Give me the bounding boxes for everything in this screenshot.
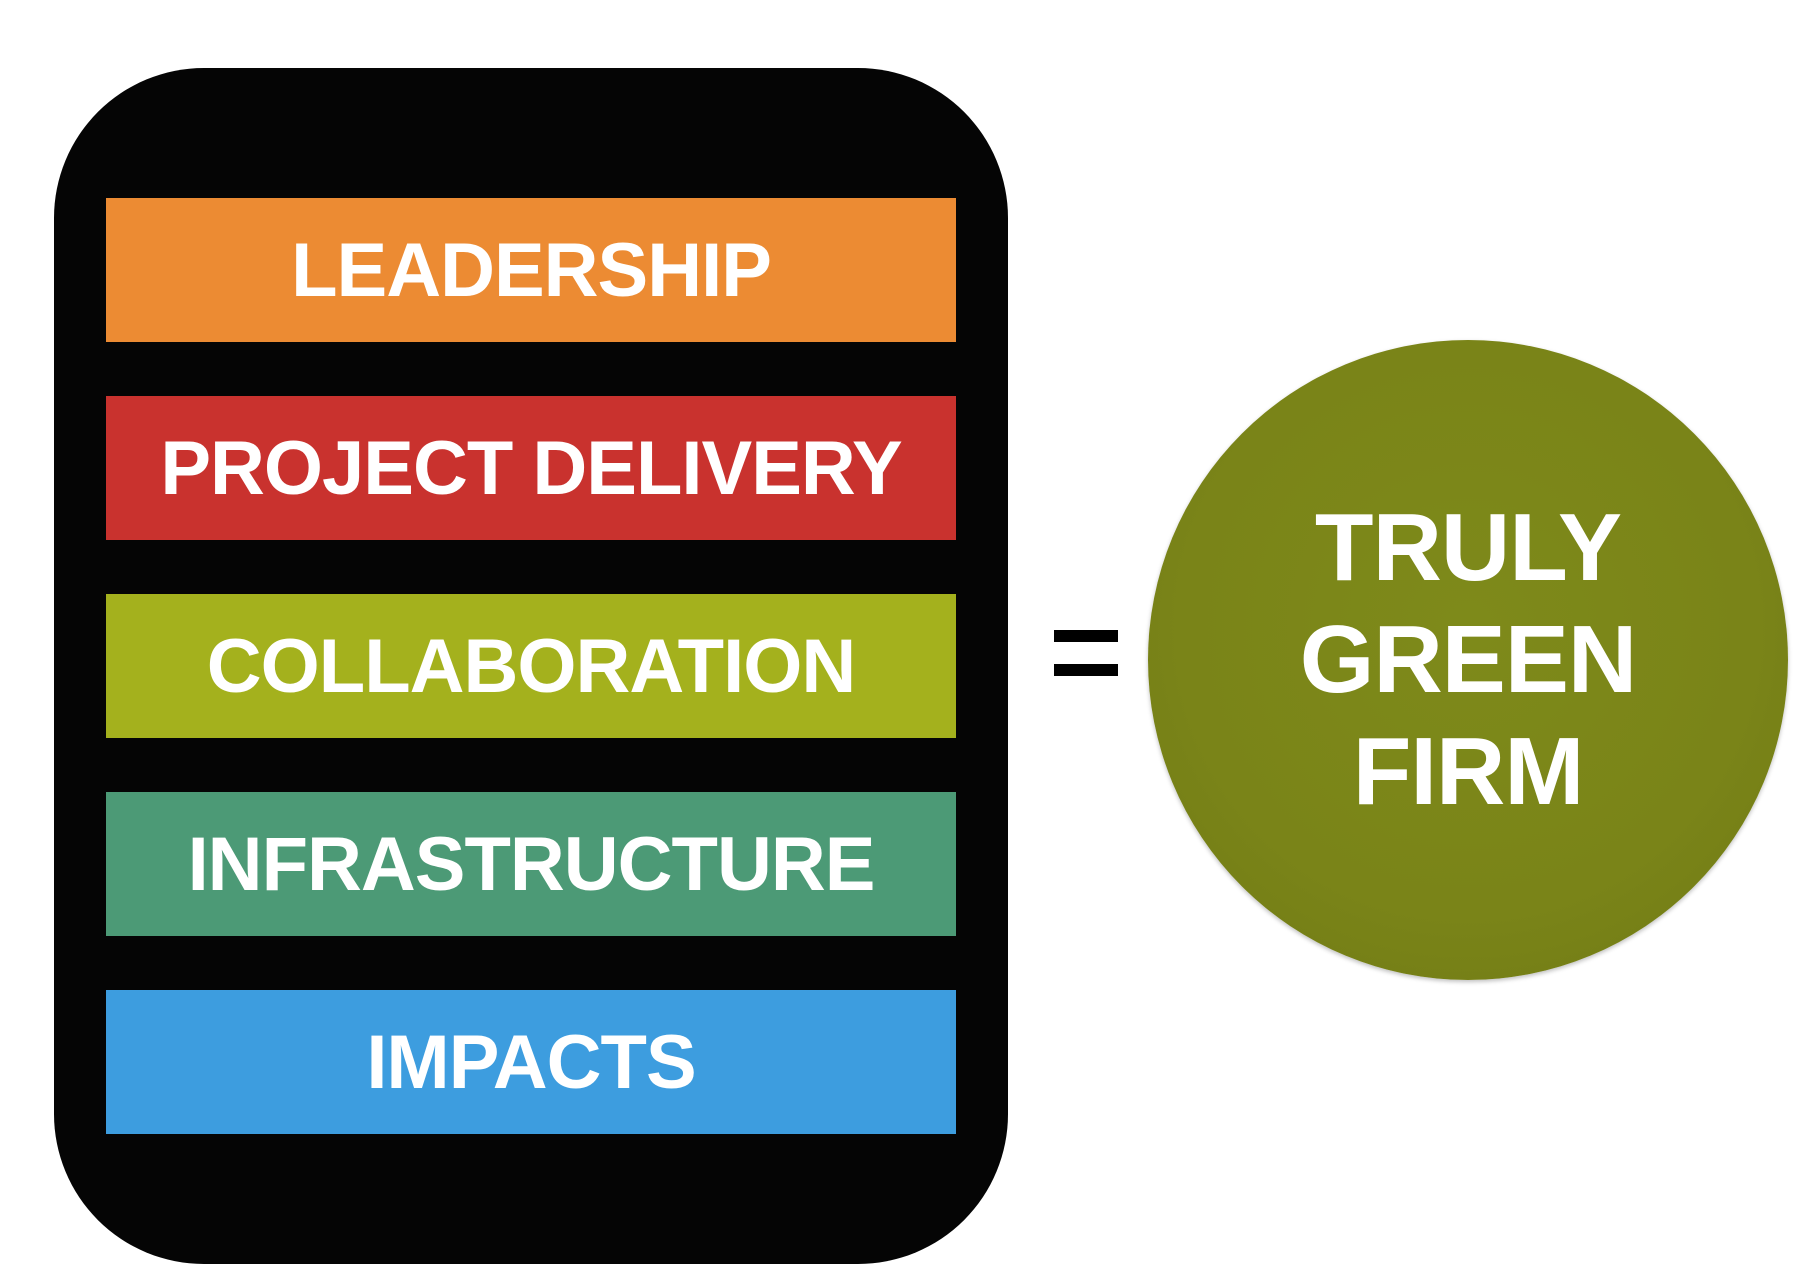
result-circle: TRULY GREEN FIRM <box>1148 340 1788 980</box>
equals-top-stroke <box>1054 630 1118 642</box>
pillar-infrastructure: INFRASTRUCTURE <box>106 792 956 936</box>
equals-sign <box>1054 630 1118 676</box>
pillar-collaboration: COLLABORATION <box>106 594 956 738</box>
equals-bottom-stroke <box>1054 664 1118 676</box>
pillar-label: COLLABORATION <box>206 623 856 709</box>
pillar-label: INFRASTRUCTURE <box>187 821 876 907</box>
pillar-label: PROJECT DELIVERY <box>160 425 902 511</box>
pillar-impacts: IMPACTS <box>106 990 956 1134</box>
pillar-label: LEADERSHIP <box>291 227 772 313</box>
pillar-label: IMPACTS <box>366 1019 696 1105</box>
pillar-project-delivery: PROJECT DELIVERY <box>106 396 956 540</box>
result-line-1: TRULY <box>1314 494 1622 601</box>
result-line-3: FIRM <box>1352 718 1585 825</box>
result-line-2: GREEN <box>1299 606 1637 713</box>
pillar-leadership: LEADERSHIP <box>106 198 956 342</box>
